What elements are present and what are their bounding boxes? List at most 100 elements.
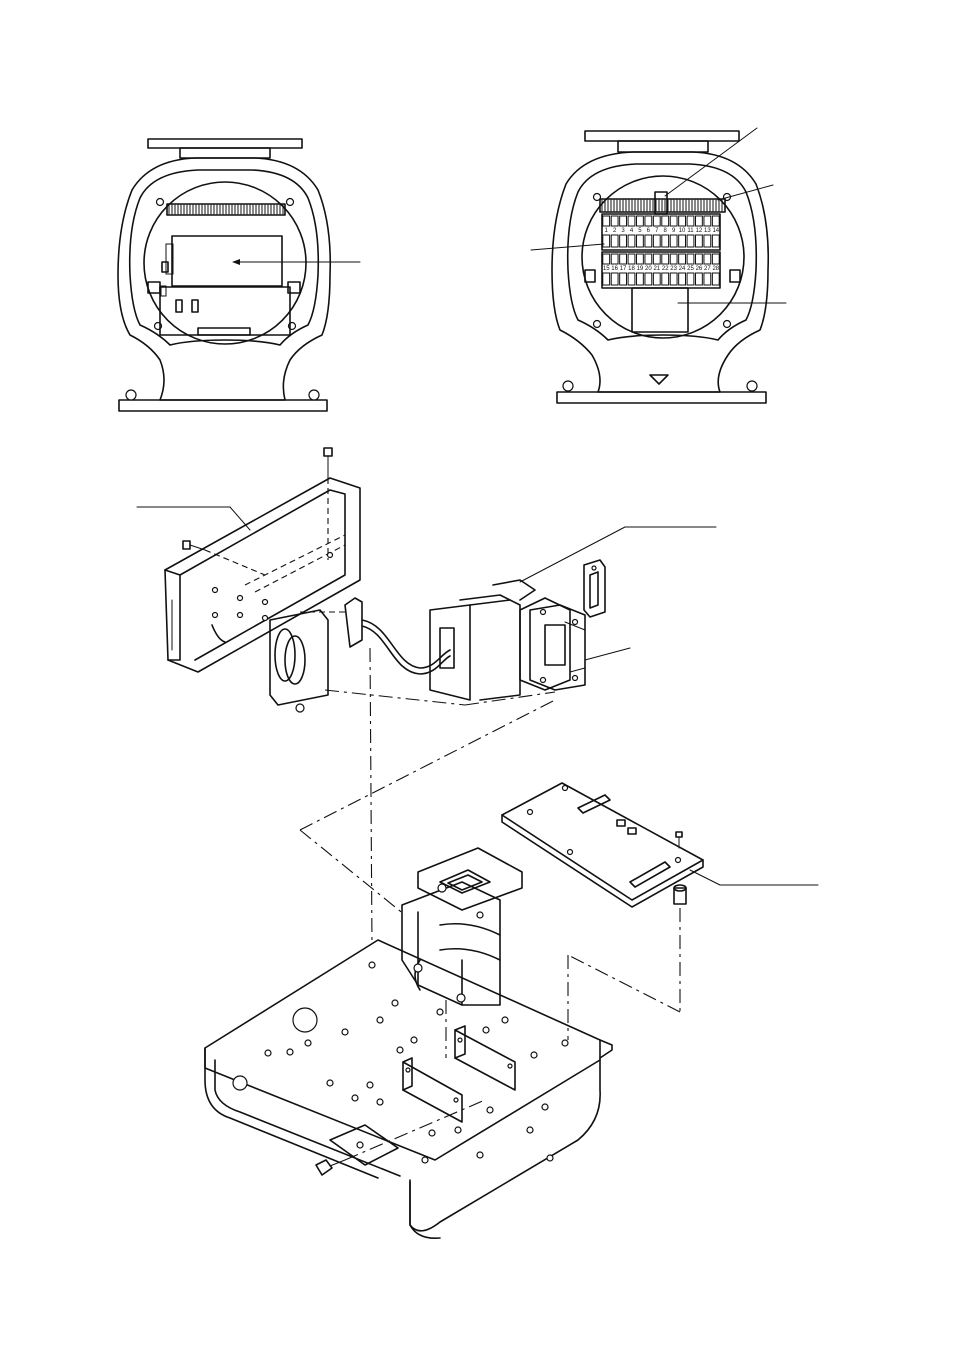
terminal-cell [627,272,636,286]
terminal-cell [695,272,703,286]
terminal-cell [636,253,644,265]
terminal-cell [610,253,619,265]
terminal-cell [652,272,661,286]
terminal-number: 21 [653,266,660,272]
terminal-number: 4 [630,228,634,234]
terminal-number: 27 [704,266,711,272]
terminal-cell [652,234,661,248]
terminal-cell [619,272,627,286]
mounting-hole [454,1126,462,1134]
mounting-hole [530,1051,538,1059]
mounting-hole [476,1151,484,1159]
terminal-cell [686,253,695,265]
chassis-assembly [136,447,717,946]
terminal-cell [627,215,636,227]
terminal-cell [661,234,670,248]
terminal-number: 15 [603,266,610,272]
terminal-cell [652,215,661,227]
mounting-hole [356,1141,364,1149]
terminal-number: 20 [645,266,652,272]
terminal-cell [669,253,678,265]
terminal-cell [602,272,611,286]
terminal-cell [695,234,703,248]
terminal-number: 13 [704,228,711,234]
mounting-hole [351,1094,359,1102]
mounting-hole [376,1098,384,1106]
terminal-cell [669,215,678,227]
terminal-number: 25 [687,266,694,272]
terminal-number: 22 [662,266,669,272]
terminal-cell [686,234,695,248]
mounting-hole [546,1154,554,1162]
mounting-hole [428,1129,436,1137]
mounting-hole [501,1016,509,1024]
mounting-hole [396,1046,404,1054]
terminal-number: 16 [611,266,618,272]
terminal-cell [686,272,695,286]
terminal-number: 14 [712,228,719,234]
terminal-cell [703,253,712,265]
terminal-cell [636,234,644,248]
terminal-cell [711,272,720,286]
terminal-cell [652,253,661,265]
terminal-cell [678,253,686,265]
mounting-hole [541,1103,549,1111]
base-plate-assembly [204,847,613,1240]
terminal-cell [703,215,712,227]
terminal-cell [610,272,619,286]
terminal-number: 12 [696,228,703,234]
mounting-hole [286,1048,294,1056]
terminal-cell [602,253,611,265]
terminal-cell [610,215,619,227]
pcb-assembly [299,699,819,1040]
terminal-cell [661,215,670,227]
terminal-cell [678,272,686,286]
terminal-cell [619,234,627,248]
terminal-cell [610,234,619,248]
terminal-number: 26 [696,266,703,272]
terminal-cell [644,215,653,227]
terminal-cell [636,215,644,227]
mounting-hole [421,1156,429,1164]
mounting-hole [436,1008,444,1016]
terminal-cell [678,215,686,227]
mounting-hole [410,1036,418,1044]
terminal-cell [711,234,720,248]
terminal-number: 6 [647,228,651,234]
mounting-hole [526,1126,534,1134]
mounting-hole [304,1039,312,1047]
terminal-cell [619,253,627,265]
mounting-hole [366,1081,374,1089]
mounting-hole [486,1106,494,1114]
terminal-number: 24 [679,266,686,272]
terminal-number: 2 [613,228,617,234]
terminal-cell [703,234,712,248]
mounting-hole [391,999,399,1007]
terminal-number: 28 [712,266,719,272]
mounting-hole [561,1039,569,1047]
terminal-cell [695,253,703,265]
terminal-cell [644,234,653,248]
terminal-number: 5 [638,228,642,234]
terminal-number: 3 [621,228,625,234]
mounting-hole [368,961,376,969]
terminal-cell [644,272,653,286]
terminal-cell [678,234,686,248]
terminal-number: 9 [672,228,676,234]
terminal-cell [695,215,703,227]
terminal-number: 7 [655,228,659,234]
terminal-cell [711,253,720,265]
terminal-cell [619,215,627,227]
terminal-cell [602,215,611,227]
terminal-number: 23 [670,266,677,272]
mounting-hole [482,1026,490,1034]
housing-view-left [117,138,361,412]
terminal-cell [686,215,695,227]
terminal-number: 10 [679,228,686,234]
mounting-hole [264,1049,272,1057]
terminal-number: 11 [687,228,694,234]
terminal-cell [661,253,670,265]
terminal-cell [627,253,636,265]
